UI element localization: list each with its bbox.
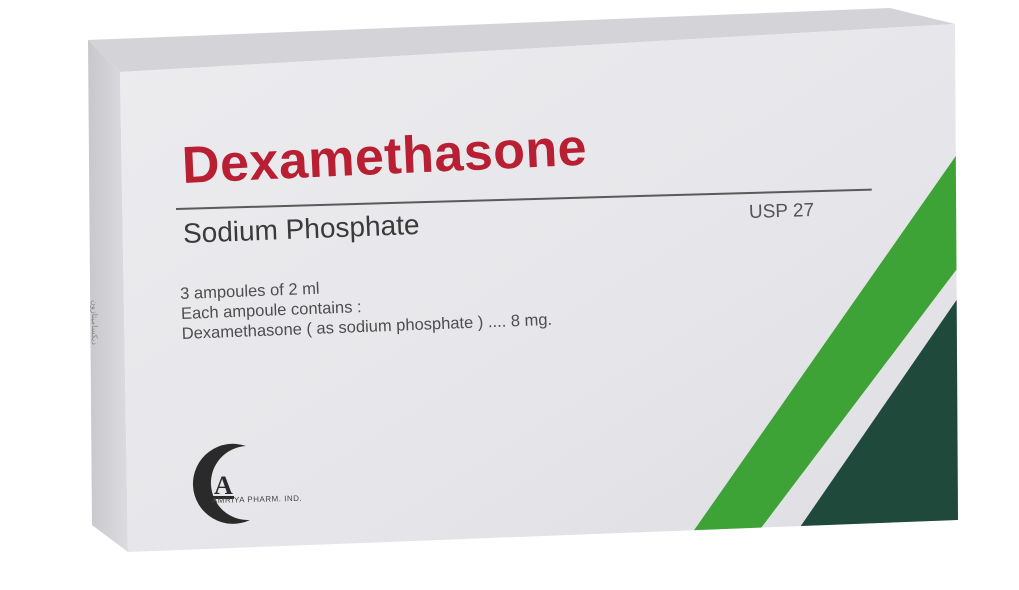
crescent-a-logo-icon: A <box>192 443 250 524</box>
svg-text:A: A <box>214 471 233 500</box>
side-panel-text: ديكساميثازون <box>90 300 99 345</box>
box-side-face <box>88 40 128 552</box>
box-front-face <box>120 24 958 552</box>
pharmacopeia-standard: USP 27 <box>748 199 815 223</box>
box-top-face <box>88 8 955 72</box>
dark-green-stripe <box>798 295 958 530</box>
green-stripe <box>690 150 958 536</box>
